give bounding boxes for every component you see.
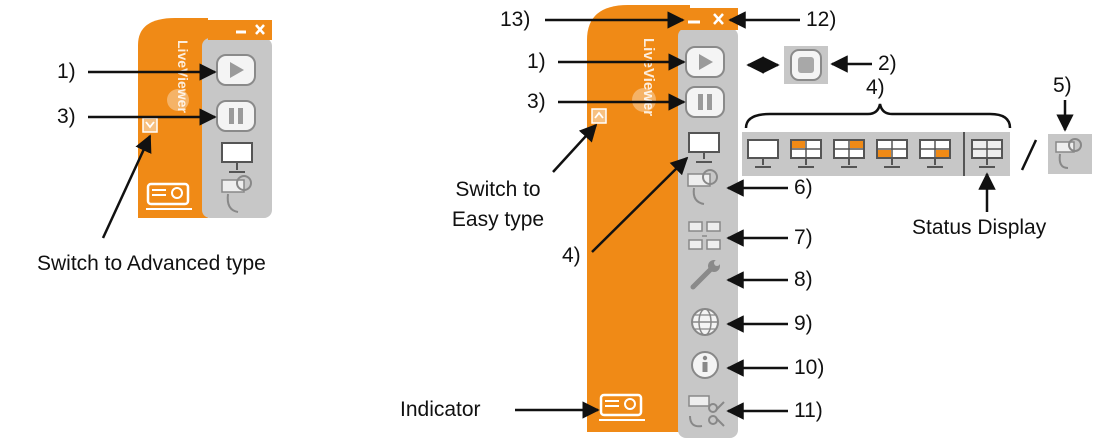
label-search-receiver: 6): [794, 176, 813, 199]
stop-button[interactable]: [784, 46, 828, 84]
advanced-switch-easy-toggle[interactable]: [591, 108, 607, 124]
advanced-projector-screen-button[interactable]: [688, 132, 720, 163]
advanced-pause-button[interactable]: [685, 86, 725, 118]
screen-layout-buttons: [742, 132, 1010, 176]
advanced-indicator-icon: [599, 393, 645, 421]
easy-callout-arrows: [88, 63, 217, 239]
label-info: 10): [794, 356, 825, 379]
screen-full-icon[interactable]: [747, 139, 779, 168]
label-web: 9): [794, 312, 813, 335]
label-status-display: Status Display: [912, 216, 1047, 239]
advanced-callout-arrows: [515, 11, 1074, 420]
screen-split-1-icon[interactable]: [790, 139, 822, 168]
easy-indicator-icon: [146, 182, 192, 210]
label-adv-play: 1): [527, 50, 546, 73]
advanced-web-globe-icon[interactable]: [691, 308, 719, 336]
label-disconnect: 11): [794, 399, 823, 422]
advanced-play-icon: [699, 54, 713, 70]
label-stop: 2): [878, 52, 897, 75]
label-adv-pause: 3): [527, 90, 546, 113]
separator-slash: [1020, 139, 1038, 171]
label-settings: 8): [794, 268, 813, 291]
status-display-icon: [971, 139, 1003, 168]
screens-brace: [744, 103, 1012, 129]
screen-split-3-icon[interactable]: [876, 139, 908, 168]
easy-brand-text: LiveViewer: [175, 40, 191, 113]
advanced-network-device-icon[interactable]: [688, 221, 721, 250]
advanced-info-icon[interactable]: [691, 351, 719, 379]
search-receiver-button[interactable]: [1048, 134, 1092, 174]
label-switch-to-advanced: Switch to Advanced type: [37, 252, 266, 275]
advanced-search-receiver-icon[interactable]: [687, 169, 718, 205]
advanced-close-icon[interactable]: [713, 13, 724, 25]
label-switch-to-easy-2: Easy type: [451, 208, 545, 231]
easy-projector-screen-button[interactable]: [221, 142, 253, 173]
easy-pause-button[interactable]: [216, 100, 256, 132]
label-network-device: 7): [794, 226, 813, 249]
advanced-brand-text: LiveViewer: [640, 38, 657, 116]
easy-play-icon: [230, 62, 244, 78]
label-screens: 4): [866, 76, 885, 99]
screen-split-4-icon[interactable]: [919, 139, 951, 168]
advanced-disconnect-icon[interactable]: [688, 395, 725, 428]
easy-pause-icon: [229, 108, 234, 124]
label-easy-pause: 3): [57, 105, 76, 128]
advanced-pause-icon: [698, 94, 703, 110]
screen-split-2-icon[interactable]: [833, 139, 865, 168]
advanced-settings-wrench-icon[interactable]: [690, 260, 720, 290]
label-screens-arrow: 4): [562, 244, 581, 267]
advanced-orange-panel: [587, 5, 690, 432]
advanced-play-button[interactable]: [685, 46, 725, 78]
easy-brand-logo-icon: [167, 89, 189, 111]
easy-network-search-icon[interactable]: [221, 175, 252, 213]
label-easy-play: 1): [57, 60, 76, 83]
label-indicator: Indicator: [400, 398, 481, 421]
label-minimize: 13): [500, 8, 531, 31]
easy-play-button[interactable]: [216, 54, 256, 86]
label-close: 12): [806, 8, 837, 31]
label-switch-to-easy-1: Switch to: [455, 178, 541, 201]
easy-close-icon[interactable]: [255, 24, 265, 35]
easy-title-bar: [208, 20, 272, 40]
advanced-type-panel: LiveViewer: [587, 5, 738, 438]
stop-icon: [798, 57, 814, 73]
advanced-brand-logo-icon: [632, 88, 656, 112]
label-search: 5): [1053, 74, 1072, 97]
easy-switch-advanced-toggle[interactable]: [142, 117, 158, 133]
easy-type-panel: LiveViewer: [138, 18, 272, 218]
advanced-gray-panel: [678, 28, 738, 438]
